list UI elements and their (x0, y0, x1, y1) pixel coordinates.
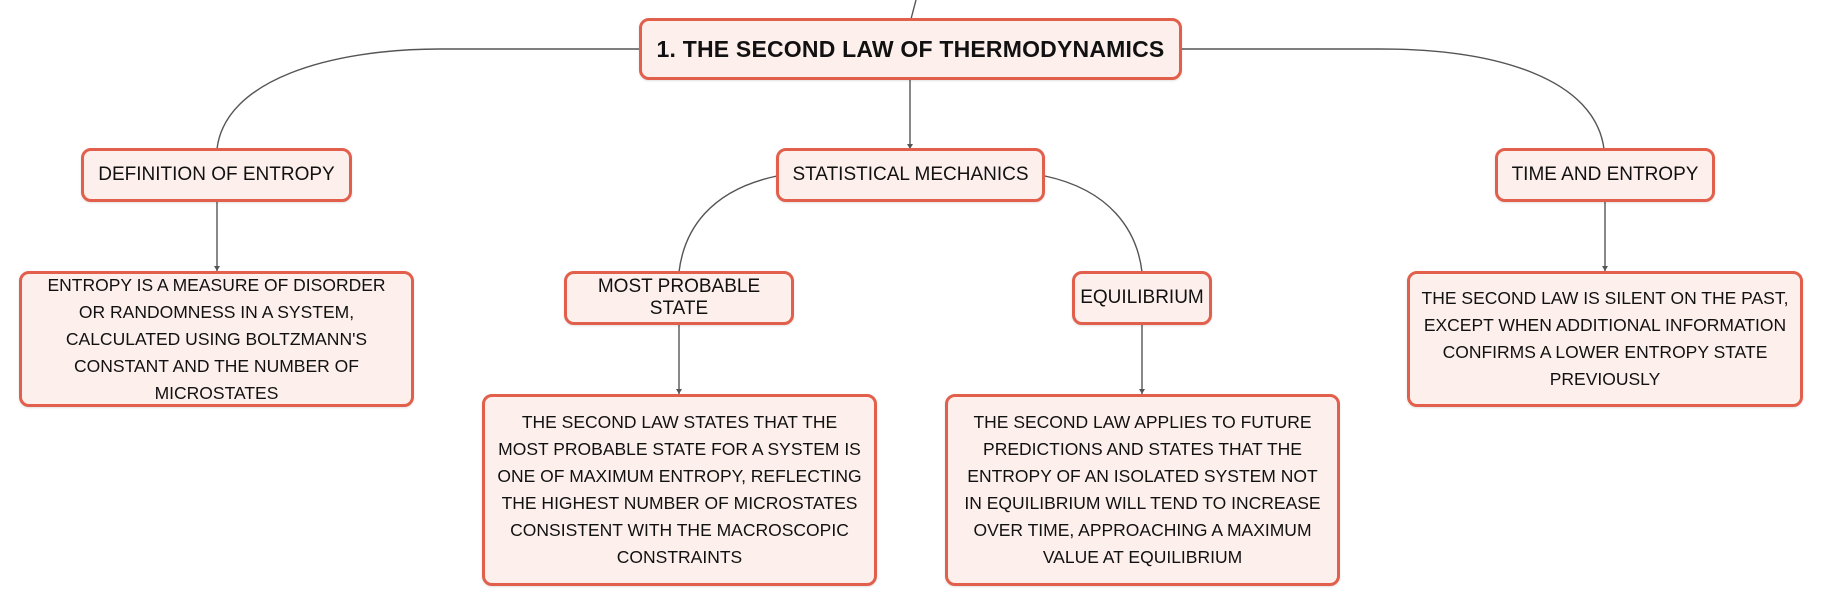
topic-statistical-mechanics[interactable]: STATISTICAL MECHANICS (776, 148, 1045, 202)
detail-time-and-entropy[interactable]: THE SECOND LAW IS SILENT ON THE PAST, EX… (1407, 271, 1803, 407)
arrowhead-statistical (907, 144, 913, 149)
topic-definition-of-entropy[interactable]: DEFINITION OF ENTROPY (81, 148, 352, 202)
topic-time-and-entropy-label: TIME AND ENTROPY (1511, 164, 1699, 185)
topic-definition-of-entropy-label: DEFINITION OF ENTROPY (98, 164, 335, 185)
connector-parent-to-root (910, 0, 917, 20)
topic-most-probable-state-label: MOST PROBABLE STATE (597, 276, 761, 319)
detail-equilibrium[interactable]: THE SECOND LAW APPLIES TO FUTURE PREDICT… (945, 394, 1340, 586)
arrowhead-most-probable-detail (676, 389, 682, 394)
detail-time-and-entropy-text: THE SECOND LAW IS SILENT ON THE PAST, EX… (1421, 288, 1789, 389)
detail-definition-of-entropy[interactable]: ENTROPY IS A MEASURE OF DISORDER OR RAND… (19, 271, 414, 407)
connector-statistical-to-equilibrium (1044, 175, 1143, 273)
topic-time-and-entropy[interactable]: TIME AND ENTROPY (1495, 148, 1715, 202)
topic-equilibrium[interactable]: EQUILIBRIUM (1072, 271, 1212, 325)
topic-statistical-mechanics-label: STATISTICAL MECHANICS (792, 164, 1029, 185)
detail-equilibrium-text: THE SECOND LAW APPLIES TO FUTURE PREDICT… (964, 412, 1321, 567)
detail-most-probable-state[interactable]: THE SECOND LAW STATES THAT THE MOST PROB… (482, 394, 877, 586)
arrowhead-time-detail (1602, 266, 1608, 271)
arrowhead-definition-detail (214, 266, 220, 271)
root-node-label: 1. THE SECOND LAW OF THERMODYNAMICS (656, 35, 1165, 62)
root-node[interactable]: 1. THE SECOND LAW OF THERMODYNAMICS (639, 18, 1182, 80)
arrowhead-equilibrium-detail (1139, 389, 1145, 394)
topic-most-probable-state[interactable]: MOST PROBABLE STATE (564, 271, 794, 325)
connector-statistical-to-most-probable (678, 175, 778, 273)
detail-most-probable-state-text: THE SECOND LAW STATES THAT THE MOST PROB… (497, 412, 862, 567)
topic-equilibrium-label: EQUILIBRIUM (1080, 287, 1204, 308)
detail-definition-of-entropy-text: ENTROPY IS A MEASURE OF DISORDER OR RAND… (47, 274, 386, 403)
connector-root-to-definition (216, 48, 640, 150)
connector-root-to-time (1182, 48, 1605, 150)
